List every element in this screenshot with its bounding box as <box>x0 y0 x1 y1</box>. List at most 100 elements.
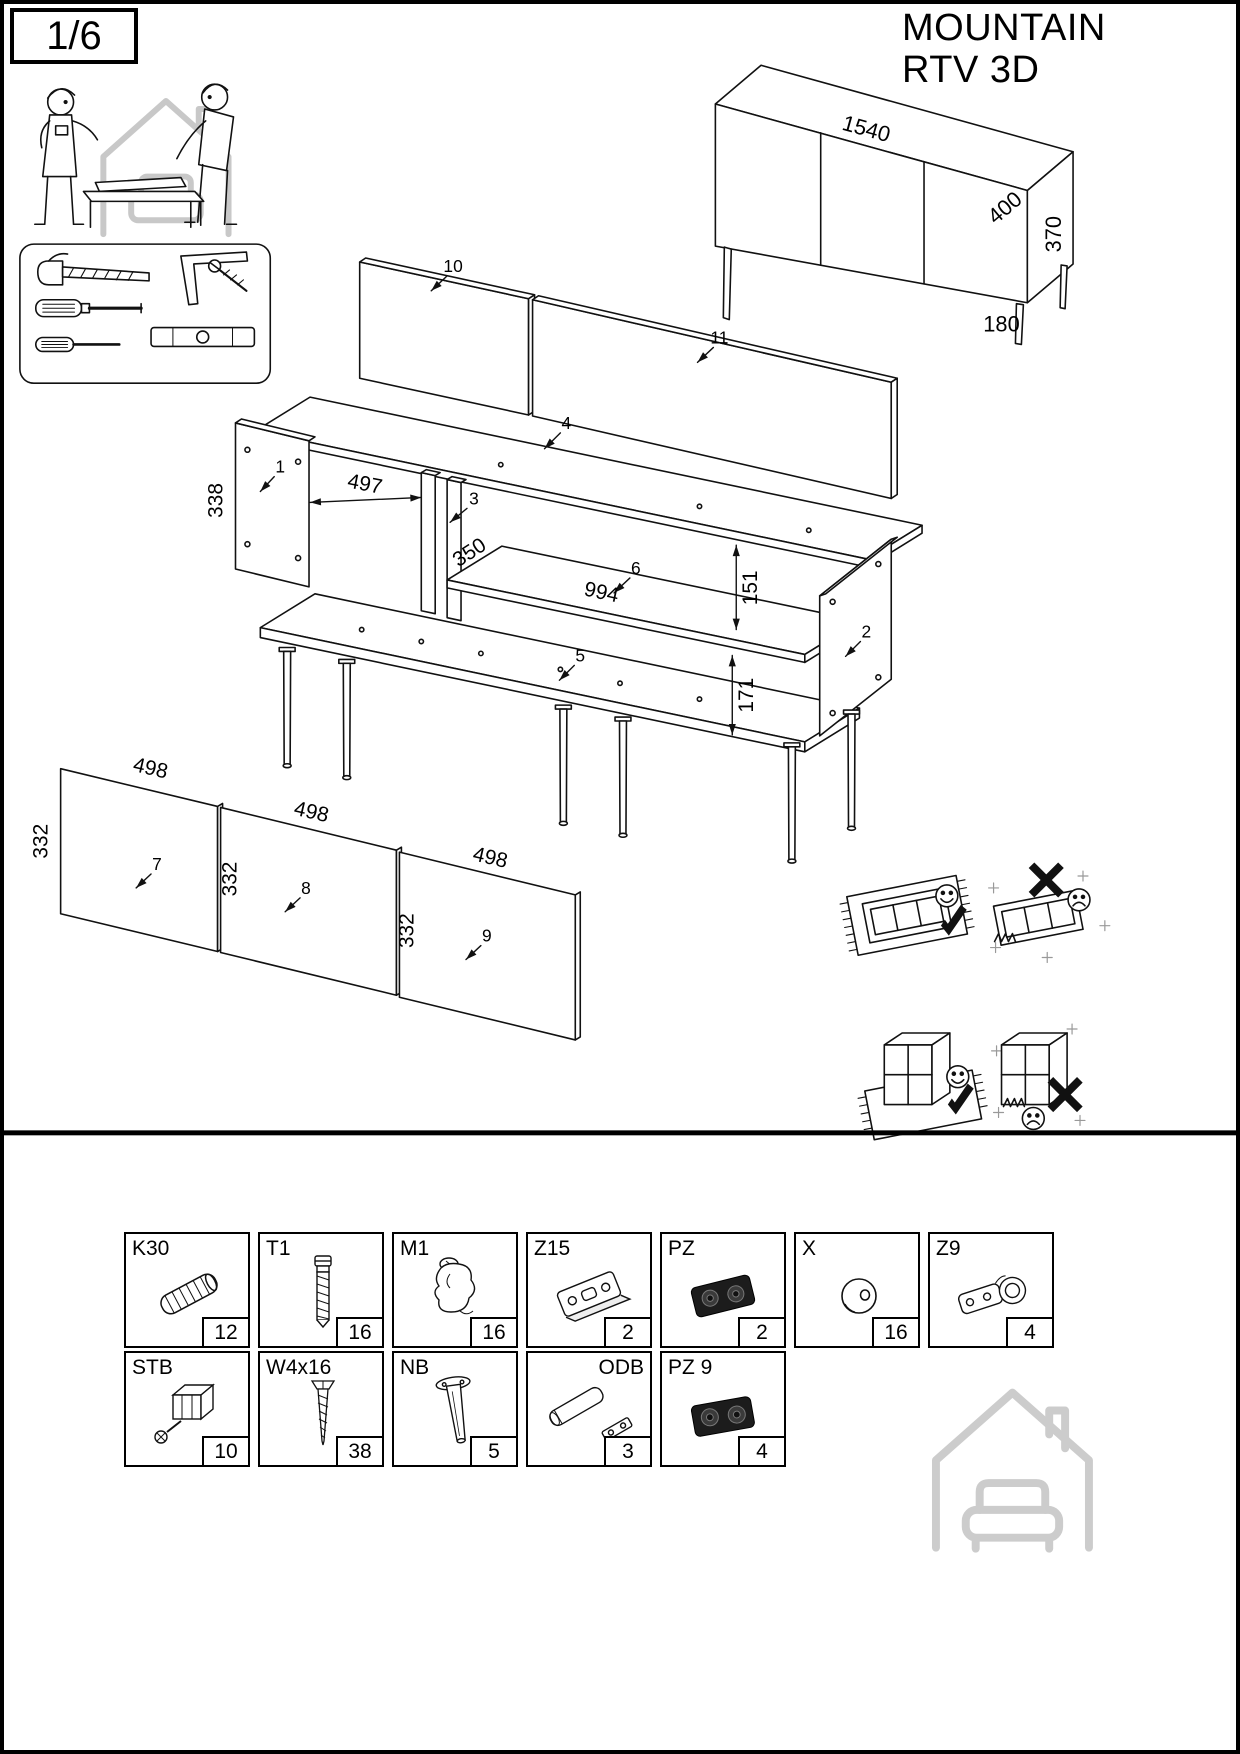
product-leg <box>722 246 733 321</box>
tools-box <box>19 243 272 385</box>
assembly-table <box>82 176 205 229</box>
part-qty: 5 <box>470 1436 516 1465</box>
diagram-art: 1540 400 370 180 10 11 4 1 3 6 5 2 7 8 9… <box>4 64 1236 1553</box>
page-number-box: 1/6 <box>10 8 138 64</box>
part-code: STB <box>132 1356 173 1379</box>
bolt-plate-icon <box>690 1274 756 1318</box>
part-label-11: 11 <box>710 327 728 347</box>
product-title-line1: MOUNTAIN <box>902 7 1106 49</box>
dim-height-label: 370 <box>1041 216 1066 252</box>
worker-left <box>34 88 99 226</box>
part-label-3: 3 <box>469 488 479 508</box>
product-leg <box>1059 264 1068 310</box>
left-side-panel <box>234 418 316 588</box>
dim-497-label: 497 <box>346 470 385 499</box>
part-box-w4x16: W4x16 38 <box>258 1351 384 1467</box>
damage-marks <box>1002 1097 1026 1108</box>
part-label-4: 4 <box>562 413 572 433</box>
part-qty: 16 <box>336 1317 382 1346</box>
part-box-odb: ODB 3 <box>526 1351 652 1467</box>
corner-block-icon <box>154 1383 215 1444</box>
door8-width-label: 498 <box>292 797 331 827</box>
part-code: NB <box>400 1356 430 1379</box>
hinge-plate-icon <box>556 1271 632 1322</box>
incorrect-standing-scene <box>990 1023 1086 1131</box>
part-code: PZ <box>668 1237 695 1260</box>
part-qty: 4 <box>1006 1317 1052 1346</box>
check-icon <box>947 1083 974 1115</box>
workers-illustration <box>34 83 238 238</box>
part-label-5: 5 <box>575 645 585 665</box>
worker-right <box>176 83 238 226</box>
part-qty: 38 <box>336 1436 382 1465</box>
part-qty: 10 <box>202 1436 248 1465</box>
floor-marks <box>990 1023 1086 1126</box>
screw-small-icon <box>207 259 248 292</box>
leg-icon <box>435 1376 471 1444</box>
part-code: M1 <box>400 1237 430 1260</box>
door-7 <box>59 767 224 953</box>
wood-screw-icon <box>310 1380 336 1446</box>
right-side-panel <box>818 536 898 737</box>
dim-171-label: 171 <box>735 678 758 713</box>
part-box-z9: Z9 4 <box>928 1232 1054 1348</box>
correct-flat-scene <box>839 874 975 957</box>
part-code: Z15 <box>534 1237 571 1260</box>
hardware-list: K30 12 T1 <box>124 1232 1054 1467</box>
part-qty: 16 <box>470 1317 516 1346</box>
product-leg <box>1014 302 1025 346</box>
hammer-icon <box>36 252 150 286</box>
part-box-pz: PZ 2 <box>660 1232 786 1348</box>
assembled-product <box>714 64 1074 346</box>
part-label-1: 1 <box>275 457 285 477</box>
part-box-m1: M1 16 <box>392 1232 518 1348</box>
dimension-arrows <box>133 275 862 963</box>
incorrect-flat-scene <box>988 862 1111 964</box>
cabinet-standing-icon <box>883 1032 951 1106</box>
check-icon <box>940 904 967 936</box>
part-label-2: 2 <box>862 622 872 642</box>
part-qty: 2 <box>604 1317 650 1346</box>
brand-logo <box>931 1388 1093 1553</box>
level-icon <box>150 326 256 348</box>
correct-standing-scene <box>857 1032 988 1141</box>
damage-marks <box>993 932 1017 943</box>
part-qty: 4 <box>738 1436 784 1465</box>
door-8 <box>219 806 403 997</box>
hardware-row-2: STB 10 W4x16 <box>124 1351 1054 1467</box>
exploded-view <box>234 257 923 864</box>
back-panel-right <box>531 294 898 500</box>
part-box-nb: NB 5 <box>392 1351 518 1467</box>
cabinet-legs <box>278 646 861 864</box>
sad-face-icon <box>1021 1106 1046 1131</box>
hardware-row-1: K30 12 T1 <box>124 1232 1054 1348</box>
part-code: PZ 9 <box>668 1356 713 1379</box>
bottom-panel <box>259 593 861 753</box>
part-box-stb: STB 10 <box>124 1351 250 1467</box>
dowel-icon <box>160 1273 218 1315</box>
cross-icon <box>1028 862 1064 898</box>
part-box-x: X 16 <box>794 1232 920 1348</box>
door7-height-label: 332 <box>30 824 53 859</box>
page-number: 1/6 <box>46 13 102 58</box>
floor-marks <box>988 870 1111 964</box>
product-title: MOUNTAIN RTV 3D <box>902 7 1106 92</box>
door9-width-label: 498 <box>471 843 510 873</box>
dim-338-label: 338 <box>205 483 228 518</box>
part-code: K30 <box>132 1237 170 1260</box>
cabinet-flat-icon <box>992 889 1084 946</box>
door8-height-label: 332 <box>218 862 241 897</box>
part-label-6: 6 <box>631 558 641 578</box>
damper-strip-icon <box>549 1386 633 1441</box>
section-divider <box>4 1130 1236 1136</box>
door-9 <box>398 851 582 1041</box>
cam-disc-icon <box>841 1278 877 1314</box>
part-label-7: 7 <box>152 854 162 874</box>
part-qty: 16 <box>872 1317 918 1346</box>
part-code: Z9 <box>936 1237 961 1260</box>
dim-151-label: 151 <box>739 570 762 605</box>
sad-face-icon <box>1067 888 1091 912</box>
screwdriver-icon <box>34 298 143 318</box>
screwdriver-small-icon <box>34 336 121 353</box>
